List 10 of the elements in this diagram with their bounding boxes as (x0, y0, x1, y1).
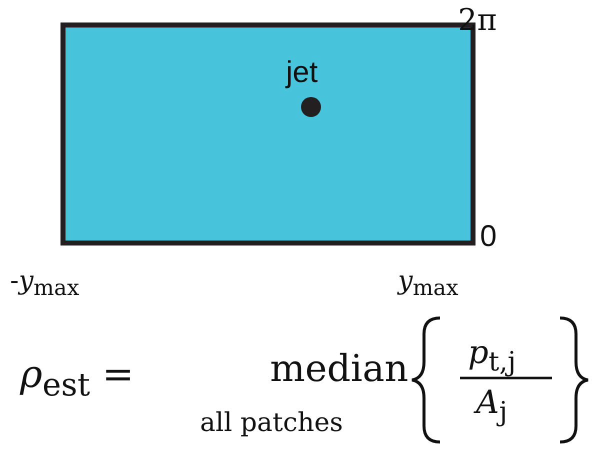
fraction-denominator: A$_{j}$ (476, 386, 508, 426)
axis-label: y$_{max}$ (398, 268, 458, 300)
jet-label: jet (286, 58, 318, 88)
axis-label: 2π (458, 6, 497, 36)
axis-label: -y$_{max}$ (10, 268, 80, 300)
fraction-numerator: p$_{t,j}$ (468, 336, 516, 376)
formula-subscript: all patches (200, 410, 344, 436)
formula-text: ρ$_{est}$ = (20, 355, 134, 402)
axis-label: 0 (480, 222, 497, 252)
formula-text: median (270, 350, 408, 387)
